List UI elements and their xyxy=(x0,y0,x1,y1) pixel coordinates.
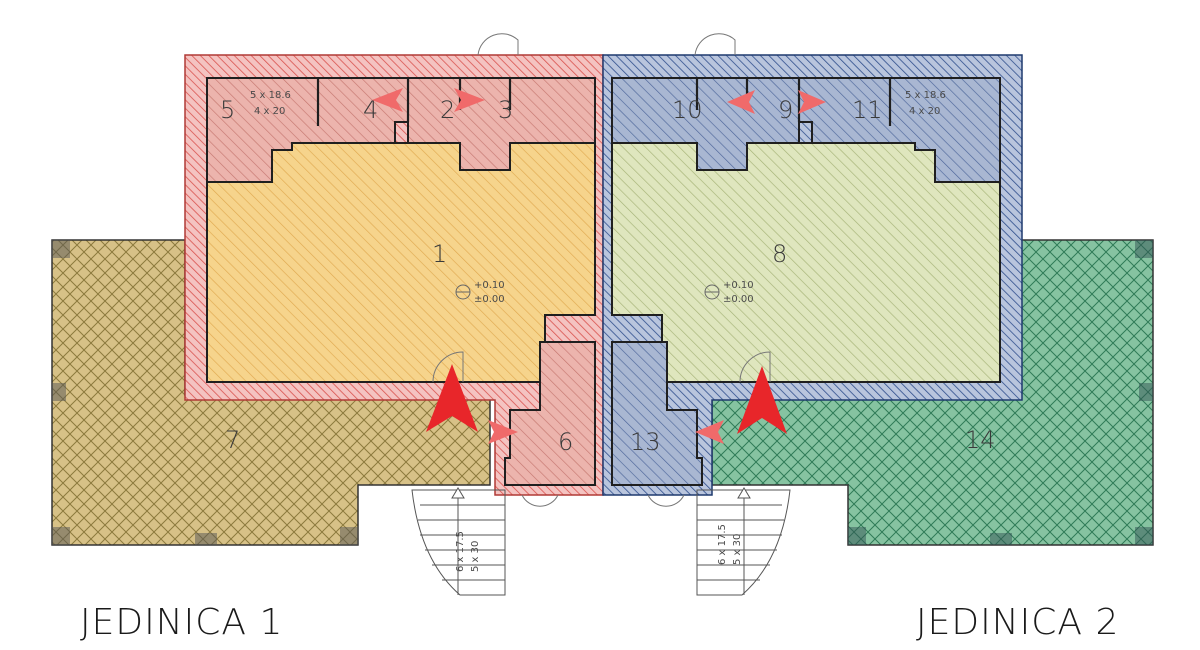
room-label-5: 5 xyxy=(220,96,235,124)
svg-text:+0.10: +0.10 xyxy=(474,280,505,291)
terrace-14 xyxy=(711,239,1154,546)
room-label-3: 3 xyxy=(498,96,513,124)
room-label-13: 13 xyxy=(630,428,661,456)
room-label-2: 2 xyxy=(440,96,455,124)
stairs-unit-2 xyxy=(696,487,791,596)
room-labels: 1 2 3 4 5 6 7 8 9 10 11 13 14 xyxy=(220,96,996,456)
unit-1-label: JEDINICA 1 xyxy=(80,602,283,643)
stairs-unit-1 xyxy=(411,487,506,596)
svg-text:5 x 30: 5 x 30 xyxy=(470,541,481,572)
room-label-4: 4 xyxy=(363,96,378,124)
arrow-to-room-6 xyxy=(488,420,518,444)
svg-text:±0.00: ±0.00 xyxy=(474,294,505,305)
svg-text:4 x 20: 4 x 20 xyxy=(909,106,940,117)
svg-text:±0.00: ±0.00 xyxy=(723,294,754,305)
room-label-1: 1 xyxy=(432,240,447,268)
arrow-to-room-10 xyxy=(727,90,755,114)
svg-text:5 x 18.6: 5 x 18.6 xyxy=(250,90,291,101)
window-note-unit-2: 5 x 18.6 4 x 20 xyxy=(905,90,946,117)
room-label-9: 9 xyxy=(778,96,793,124)
svg-text:6 x 17.5: 6 x 17.5 xyxy=(717,524,728,565)
svg-text:6 x 17.5: 6 x 17.5 xyxy=(455,531,466,572)
window-note-unit-1: 5 x 18.6 4 x 20 xyxy=(250,90,291,117)
room-6 xyxy=(504,341,596,486)
stair-note-unit-1: 6 x 17.5 5 x 30 xyxy=(455,531,481,572)
svg-text:4 x 20: 4 x 20 xyxy=(254,106,285,117)
level-mark-unit-2: +0.10 ±0.00 xyxy=(704,280,754,305)
arrow-to-room-11 xyxy=(798,90,826,114)
room-label-14: 14 xyxy=(965,426,996,454)
arrow-to-room-13 xyxy=(695,420,724,444)
room-label-7: 7 xyxy=(225,426,240,454)
room-label-11: 11 xyxy=(852,96,883,124)
stair-note-unit-2: 6 x 17.5 5 x 30 xyxy=(717,524,743,565)
room-13 xyxy=(611,341,703,486)
room-label-6: 6 xyxy=(558,428,573,456)
room-arrows xyxy=(372,88,826,444)
room-label-10: 10 xyxy=(672,96,703,124)
door-swings xyxy=(432,33,771,507)
arrow-to-room-4 xyxy=(372,88,403,112)
svg-text:+0.10: +0.10 xyxy=(723,280,754,291)
entrance-arrow-unit-2 xyxy=(737,366,787,434)
unit-2-label: JEDINICA 2 xyxy=(916,602,1119,643)
svg-text:5 x 30: 5 x 30 xyxy=(732,534,743,565)
svg-text:5 x 18.6: 5 x 18.6 xyxy=(905,90,946,101)
entrance-arrow-unit-1 xyxy=(426,364,478,432)
level-mark-unit-1: +0.10 ±0.00 xyxy=(455,280,505,305)
room-label-8: 8 xyxy=(772,240,787,268)
arrow-to-room-3 xyxy=(454,88,485,112)
